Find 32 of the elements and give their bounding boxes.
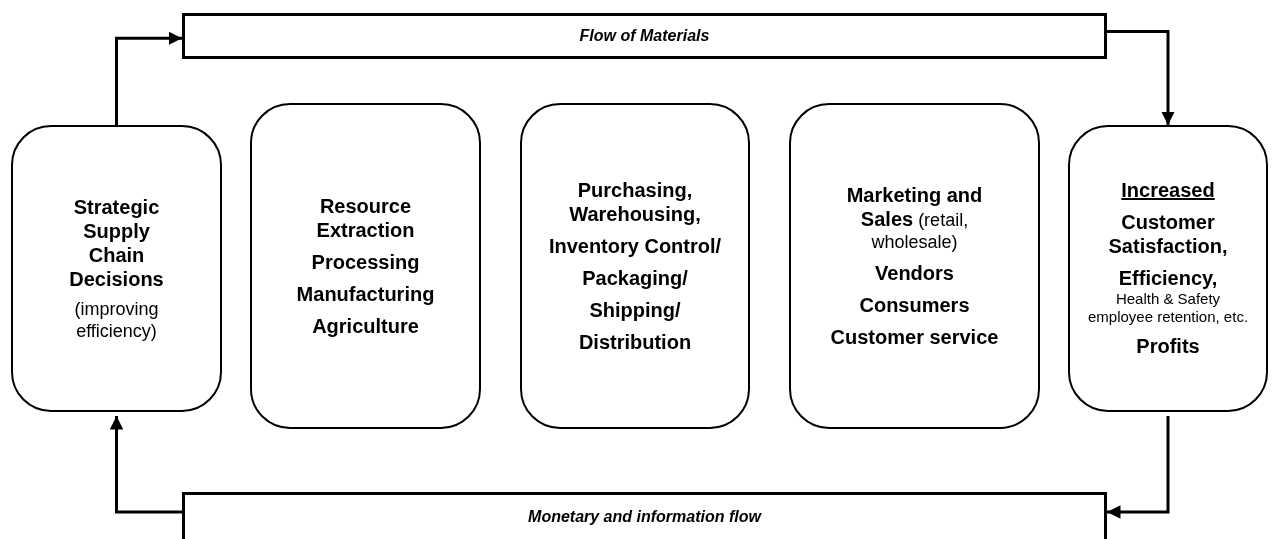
box-text: Agriculture — [312, 314, 419, 338]
process-box — [789, 103, 1040, 429]
box-text: Marketing and Sales (retail, wholesale) — [845, 182, 984, 254]
process-box — [11, 125, 222, 412]
box-text: Resource Extraction — [315, 194, 416, 242]
box-text: Distribution — [578, 330, 692, 354]
heading-text: Increased — [1121, 179, 1215, 202]
flow-label: Flow of Materials — [579, 27, 710, 45]
flow-label: Monetary and information flow — [528, 508, 761, 526]
box-text: Packaging/ — [582, 266, 688, 290]
box-text: Processing — [311, 250, 420, 274]
box-text: Purchasing, Warehousing, — [568, 178, 702, 226]
process-box — [520, 103, 750, 429]
flow-bar — [182, 492, 1107, 539]
flow-bar — [182, 13, 1107, 59]
box-text: Customer Satisfaction, — [1107, 210, 1229, 258]
process-box — [1068, 125, 1268, 412]
box-text: Profits — [1136, 334, 1200, 358]
box-text: Customer service — [830, 325, 999, 350]
box-text: Vendors — [875, 261, 954, 286]
arrow — [109, 416, 182, 514]
arrow — [1107, 29, 1175, 125]
box-text: Shipping/ — [589, 298, 681, 322]
box-text: (improving efficiency) — [73, 298, 160, 343]
arrow — [1107, 416, 1170, 519]
box-text: Strategic Supply Chain Decisions — [68, 194, 165, 291]
arrow — [115, 31, 182, 125]
box-text: Efficiency, Health & Safety employee retention, etc. — [1086, 266, 1250, 326]
process-box — [250, 103, 481, 429]
box-text: Inventory Control/ — [548, 234, 722, 258]
box-text: Consumers — [859, 293, 970, 318]
box-text: Manufacturing — [296, 282, 435, 306]
